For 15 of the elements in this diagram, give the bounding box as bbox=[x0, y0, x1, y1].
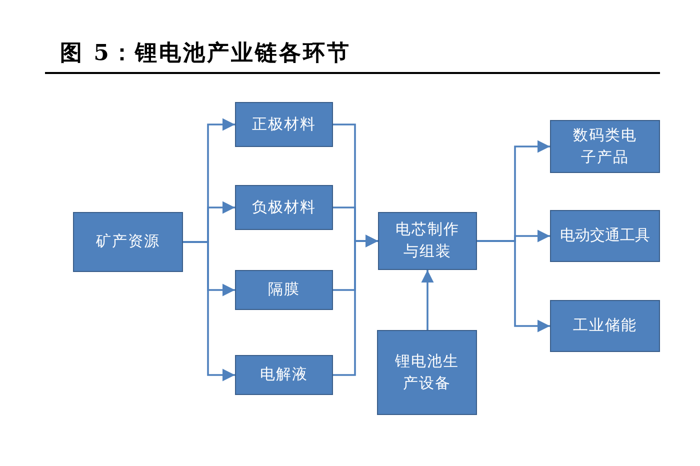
process-box: 工业储能 bbox=[550, 300, 660, 352]
process-box: 电芯制作与组装 bbox=[378, 212, 477, 270]
arrow bbox=[477, 240, 550, 332]
arrow bbox=[183, 241, 235, 382]
process-box: 矿产资源 bbox=[73, 212, 183, 272]
process-box: 锂电池生产设备 bbox=[377, 330, 477, 415]
figure-title: 图 5：锂电池产业链各环节 bbox=[60, 39, 351, 68]
process-box: 负极材料 bbox=[235, 185, 333, 230]
process-box: 电解液 bbox=[235, 355, 333, 395]
arrow bbox=[333, 234, 378, 376]
process-box: 数码类电子产品 bbox=[550, 120, 660, 173]
process-box: 隔膜 bbox=[235, 270, 333, 310]
process-box: 电动交通工具 bbox=[550, 210, 660, 262]
process-box: 正极材料 bbox=[235, 102, 333, 147]
arrow bbox=[421, 270, 434, 330]
